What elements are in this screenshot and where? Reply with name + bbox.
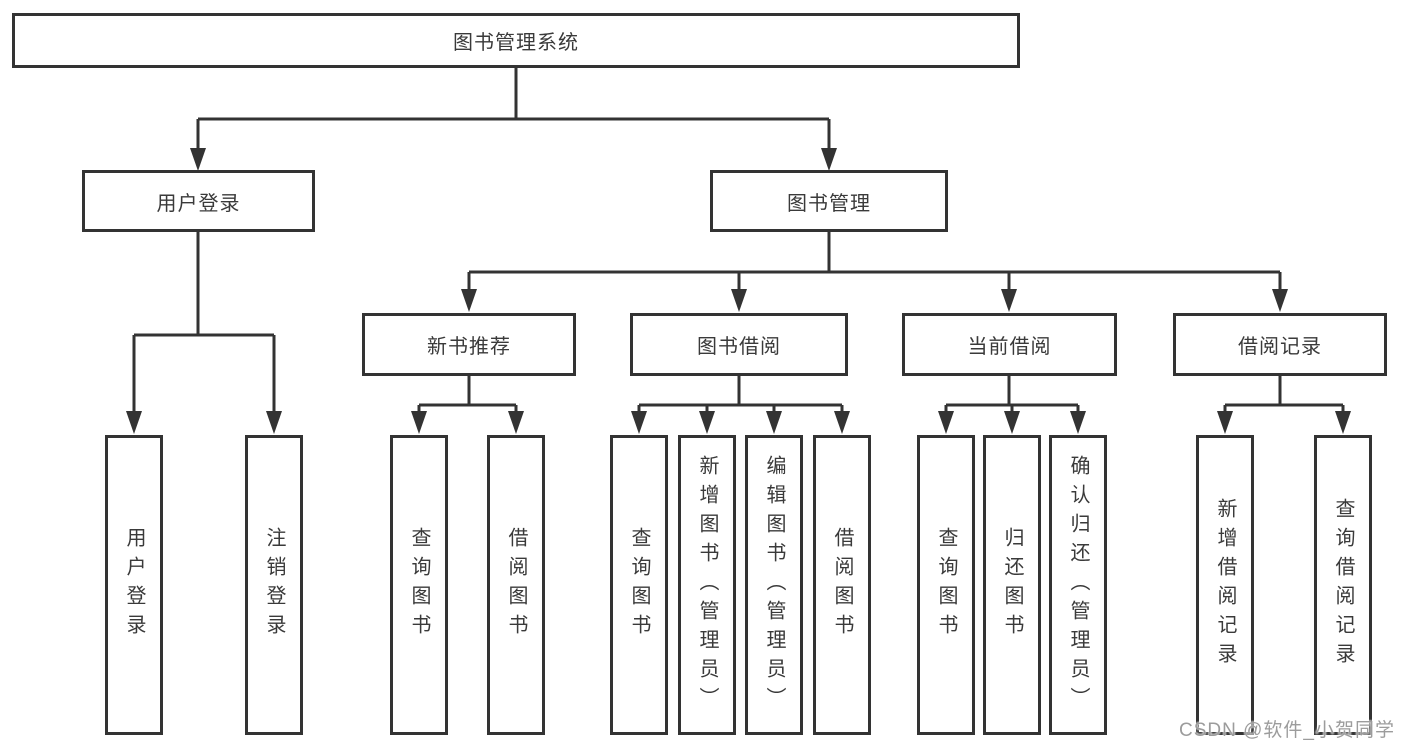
leaf-add-book-admin: 新增图书（管理员） — [678, 435, 736, 735]
leaf-user-login: 用户登录 — [105, 435, 163, 735]
node-new-book-recommendation: 新书推荐 — [362, 313, 576, 376]
node-label: 图书管理 — [787, 192, 871, 215]
leaf-label: 用户登录 — [123, 527, 145, 643]
node-label: 借阅记录 — [1238, 336, 1322, 358]
leaf-label: 查询图书 — [935, 527, 957, 643]
leaf-label: 归还图书 — [1001, 527, 1023, 643]
leaf-recommend-query-books: 查询图书 — [390, 435, 448, 735]
leaf-borrowing-query-books: 查询图书 — [610, 435, 668, 735]
csdn-watermark: CSDN @软件_小贺同学 — [1179, 720, 1395, 741]
leaf-label: 新增借阅记录 — [1214, 498, 1236, 672]
leaf-confirm-return-admin: 确认归还（管理员） — [1049, 435, 1107, 735]
node-library-management-system: 图书管理系统 — [12, 13, 1020, 68]
node-user-login: 用户登录 — [82, 170, 315, 232]
leaf-label: 借阅图书 — [831, 527, 853, 643]
node-label: 用户登录 — [156, 192, 241, 215]
leaf-edit-book-admin: 编辑图书（管理员） — [745, 435, 803, 735]
arrowheads — [126, 148, 1351, 434]
node-label: 图书借阅 — [697, 336, 781, 358]
leaf-logout: 注销登录 — [245, 435, 303, 735]
leaf-label: 查询图书 — [628, 527, 650, 643]
leaf-recommend-borrow-books: 借阅图书 — [487, 435, 545, 735]
node-book-management: 图书管理 — [710, 170, 948, 232]
leaf-query-borrow-record: 查询借阅记录 — [1314, 435, 1372, 735]
leaf-label: 确认归还（管理员） — [1067, 454, 1089, 716]
leaf-label: 编辑图书（管理员） — [763, 454, 785, 716]
leaf-add-borrow-record: 新增借阅记录 — [1196, 435, 1254, 735]
node-label: 当前借阅 — [967, 336, 1052, 358]
leaf-label: 注销登录 — [263, 527, 285, 643]
leaf-label: 新增图书（管理员） — [696, 454, 718, 716]
leaf-borrowing-borrow-books: 借阅图书 — [813, 435, 871, 735]
node-label: 新书推荐 — [427, 336, 511, 358]
node-book-borrowing: 图书借阅 — [630, 313, 848, 376]
leaf-label: 查询借阅记录 — [1332, 498, 1354, 672]
leaf-return-books: 归还图书 — [983, 435, 1041, 735]
leaf-label: 查询图书 — [408, 527, 430, 643]
node-borrowing-records: 借阅记录 — [1173, 313, 1387, 376]
leaf-label: 借阅图书 — [505, 527, 527, 643]
node-label: 图书管理系统 — [453, 32, 579, 54]
node-current-borrowing: 当前借阅 — [902, 313, 1117, 376]
leaf-current-query-books: 查询图书 — [917, 435, 975, 735]
